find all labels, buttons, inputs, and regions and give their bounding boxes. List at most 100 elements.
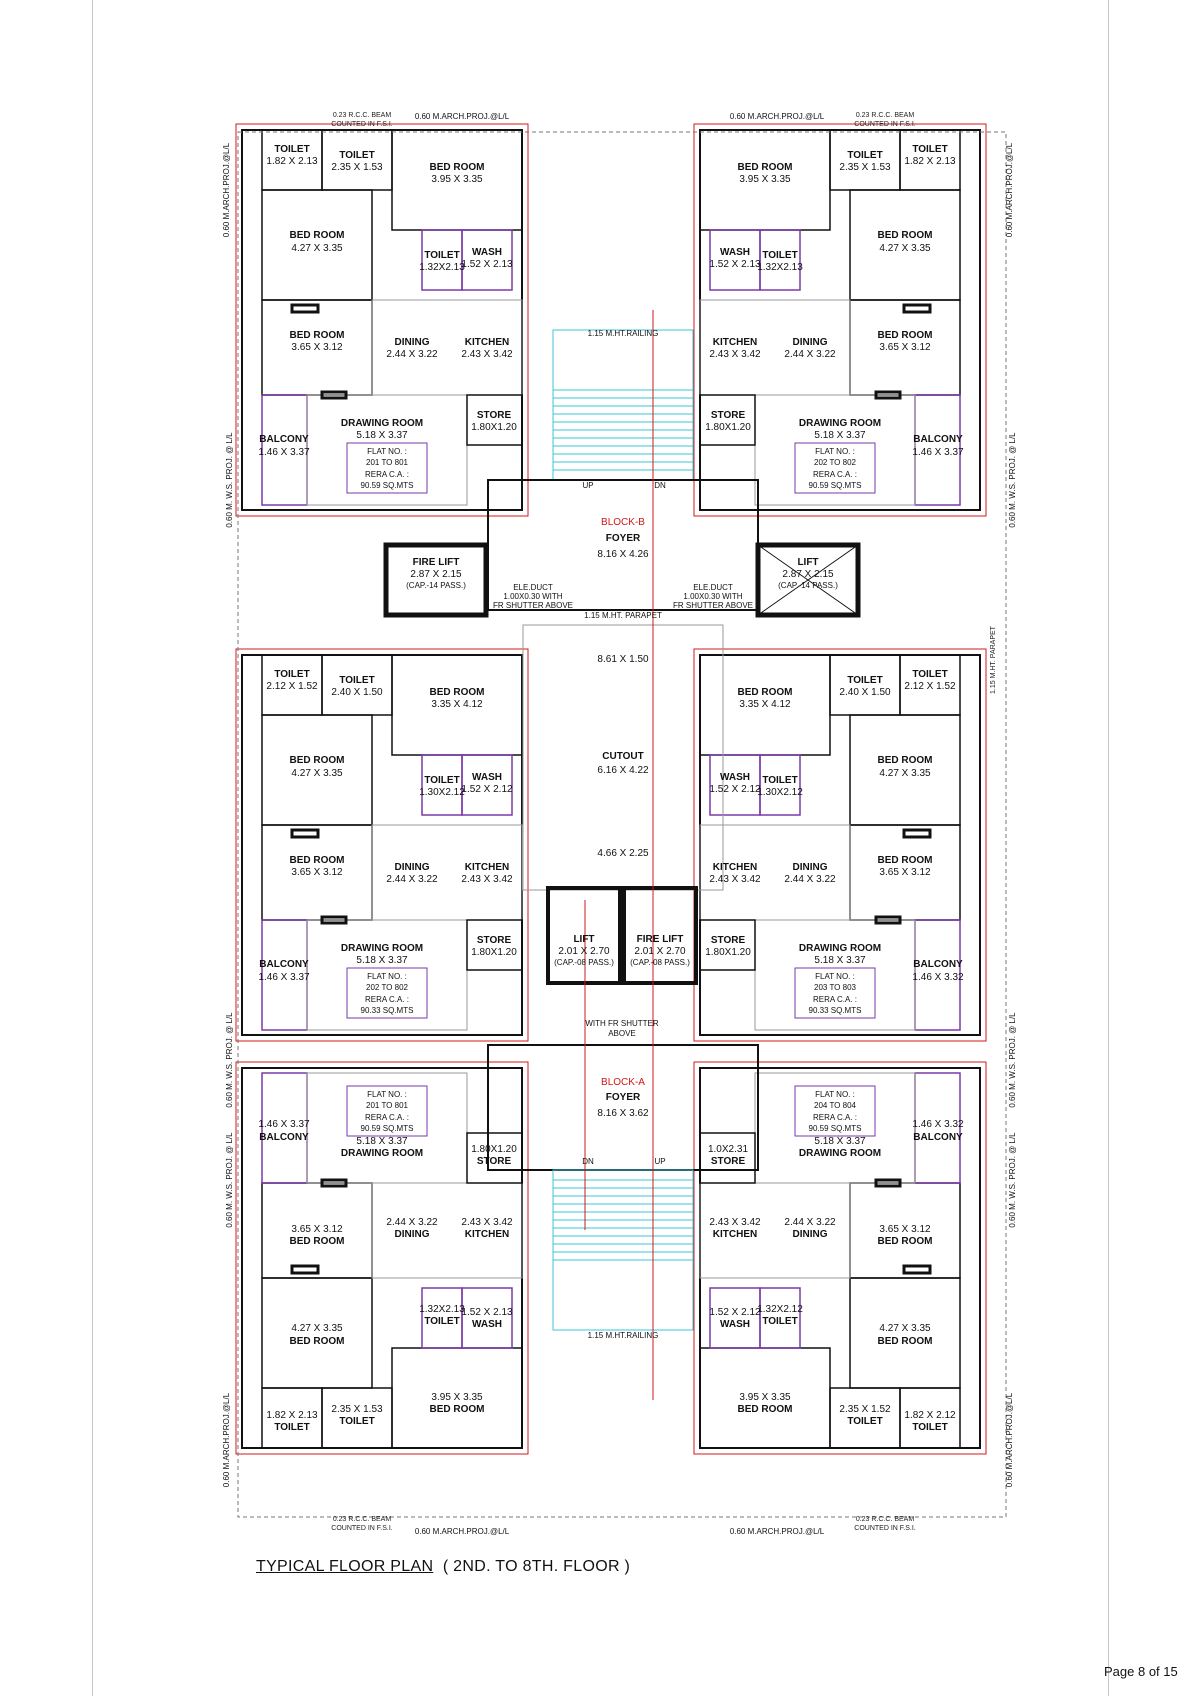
rera-area: 90.33 SQ.MTS bbox=[809, 1006, 862, 1015]
bed2-dim: 4.27 X 3.35 bbox=[879, 768, 931, 779]
fr-shutter-a-label: WITH FR SHUTTER bbox=[585, 1019, 659, 1028]
railing-a-label: 1.15 M.HT.RAILING bbox=[588, 1331, 659, 1340]
balcony-label: BALCONY bbox=[913, 1132, 963, 1143]
rcc-beam-note: COUNTED IN F.S.I. bbox=[854, 121, 916, 128]
dining-label: DINING bbox=[793, 862, 828, 873]
toilet1-label: TOILET bbox=[912, 1422, 947, 1433]
bed1-dim: 3.95 X 3.35 bbox=[431, 1392, 483, 1403]
drawing-dim: 5.18 X 3.37 bbox=[814, 430, 866, 441]
flat-red-outline bbox=[693, 648, 987, 1042]
wash-label: WASH bbox=[472, 1319, 502, 1330]
dining-label: DINING bbox=[793, 337, 828, 348]
toilet3-dim: 1.30X2.12 bbox=[419, 787, 465, 798]
bed1-dim: 3.95 X 3.35 bbox=[431, 174, 483, 185]
bed3-label: BED ROOM bbox=[878, 1236, 933, 1247]
bed1-label: BED ROOM bbox=[738, 162, 793, 173]
store-label: STORE bbox=[711, 1156, 746, 1167]
rera-label: RERA C.A. : bbox=[365, 995, 409, 1004]
bed1-label: BED ROOM bbox=[738, 687, 793, 698]
fire-lift-b-cap: (CAP.-14 PASS.) bbox=[406, 581, 466, 590]
rera-label: RERA C.A. : bbox=[813, 995, 857, 1004]
drawing-dim: 5.18 X 3.37 bbox=[356, 955, 408, 966]
toilet3-label: TOILET bbox=[762, 775, 797, 786]
ele-duct-label: ELE.DUCT bbox=[513, 583, 553, 592]
toilet2-label: TOILET bbox=[847, 1416, 882, 1427]
store-dim: 1.80X1.20 bbox=[471, 422, 517, 433]
window-mark bbox=[874, 390, 902, 400]
toilet1-label: TOILET bbox=[912, 144, 947, 155]
drawing-label: DRAWING ROOM bbox=[799, 1148, 881, 1159]
parapet-b-label: 1.15 M.HT. PARAPET bbox=[584, 611, 662, 620]
stair-dn-label: DN bbox=[654, 481, 666, 490]
foyer-a-dim: 8.16 X 3.62 bbox=[597, 1108, 649, 1119]
bed2-label: BED ROOM bbox=[878, 230, 933, 241]
kitchen-dim: 2.43 X 3.42 bbox=[461, 349, 513, 360]
rera-label: RERA C.A. : bbox=[365, 470, 409, 479]
stair-b-outline bbox=[552, 329, 694, 481]
lift-a-outline bbox=[546, 886, 622, 985]
toilet1-label: TOILET bbox=[274, 669, 309, 680]
drawing-label: DRAWING ROOM bbox=[341, 418, 423, 429]
flat-range: 204 TO 804 bbox=[814, 1101, 857, 1110]
kitchen-dim: 2.43 X 3.42 bbox=[461, 874, 513, 885]
balcony-dim: 1.46 X 3.37 bbox=[258, 972, 310, 983]
drawing-dim: 5.18 X 3.37 bbox=[356, 430, 408, 441]
ele-duct-dim: 1.00X0.30 WITH bbox=[683, 592, 742, 601]
kitchen-label: KITCHEN bbox=[465, 1229, 509, 1240]
drawing-dim: 5.18 X 3.37 bbox=[814, 955, 866, 966]
bed3-label: BED ROOM bbox=[290, 330, 345, 341]
cutout-dim: 6.16 X 4.22 bbox=[597, 765, 649, 776]
flat-range: 202 TO 802 bbox=[814, 458, 857, 467]
parapet-note: 1.15 M.HT. PARAPET bbox=[990, 625, 997, 694]
bed3-dim: 3.65 X 3.12 bbox=[291, 1224, 343, 1235]
bed2-label: BED ROOM bbox=[290, 1336, 345, 1347]
bed1-label: BED ROOM bbox=[430, 687, 485, 698]
lift-b-label: LIFT bbox=[797, 557, 818, 568]
bed2-dim: 4.27 X 3.35 bbox=[291, 1323, 343, 1334]
store-dim: 1.80X1.20 bbox=[705, 422, 751, 433]
bed1-label: BED ROOM bbox=[430, 1404, 485, 1415]
lift-b-dim: 2.87 X 2.15 bbox=[782, 569, 834, 580]
rera-area: 90.59 SQ.MTS bbox=[361, 481, 414, 490]
store-outline bbox=[466, 394, 523, 446]
rcc-beam-note: 0.23 R.C.C. BEAM bbox=[333, 112, 392, 119]
toilet2-label: TOILET bbox=[847, 150, 882, 161]
drawing-label: DRAWING ROOM bbox=[799, 943, 881, 954]
toilet1-dim: 1.82 X 2.12 bbox=[904, 1410, 956, 1421]
flat-no-label: FLAT NO. : bbox=[367, 1090, 407, 1099]
store-outline bbox=[466, 919, 523, 971]
flat-red-outline bbox=[693, 1061, 987, 1455]
window-mark bbox=[290, 1264, 320, 1275]
dining-dim: 2.44 X 3.22 bbox=[784, 874, 836, 885]
drawing-outline bbox=[754, 394, 916, 506]
fr-shutter-label: FR SHUTTER ABOVE bbox=[493, 601, 573, 610]
balcony-dim: 1.46 X 3.37 bbox=[258, 1119, 310, 1130]
wash-label: WASH bbox=[472, 247, 502, 258]
dining-dim: 2.44 X 3.22 bbox=[784, 1217, 836, 1228]
page-number: Page 8 of 15 bbox=[1104, 1664, 1178, 1679]
bed3-dim: 3.65 X 3.12 bbox=[879, 342, 931, 353]
fr-shutter-label: FR SHUTTER ABOVE bbox=[673, 601, 753, 610]
window-mark bbox=[874, 1178, 902, 1188]
store-outline bbox=[699, 1132, 756, 1184]
wash-label: WASH bbox=[472, 772, 502, 783]
kitchen-label: KITCHEN bbox=[465, 862, 509, 873]
kitchen-label: KITCHEN bbox=[465, 337, 509, 348]
rera-area: 90.59 SQ.MTS bbox=[809, 481, 862, 490]
bed3-dim: 3.65 X 3.12 bbox=[291, 342, 343, 353]
flat-no-label: FLAT NO. : bbox=[815, 447, 855, 456]
toilet3-label: TOILET bbox=[762, 250, 797, 261]
stair-dn-label: DN bbox=[582, 1157, 594, 1166]
dining-label: DINING bbox=[793, 1229, 828, 1240]
wash-label: WASH bbox=[720, 1319, 750, 1330]
flat-red-outline bbox=[235, 648, 529, 1042]
lift-b-cap: (CAP.-14 PASS.) bbox=[778, 581, 838, 590]
projection-boundary bbox=[237, 131, 1007, 1518]
kitchen-label: KITCHEN bbox=[713, 862, 757, 873]
lift-b-outline bbox=[755, 542, 861, 618]
toilet1-label: TOILET bbox=[274, 144, 309, 155]
toilet3-dim: 1.32X2.13 bbox=[419, 262, 465, 273]
dining-dim: 2.44 X 3.22 bbox=[386, 874, 438, 885]
toilet3-dim: 1.32X2.12 bbox=[757, 1304, 803, 1315]
